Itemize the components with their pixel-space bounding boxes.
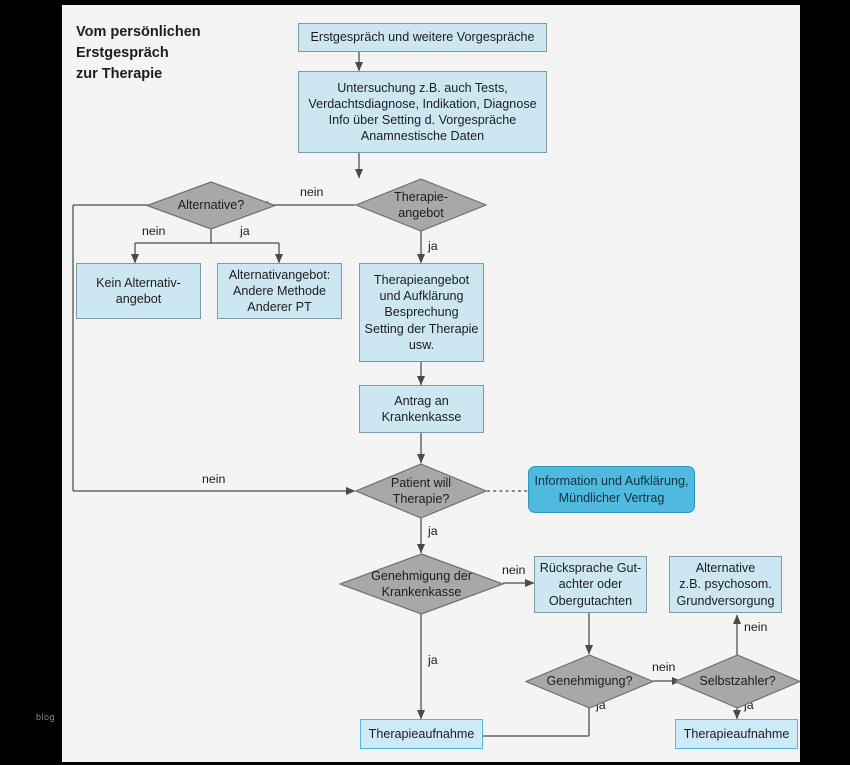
node-kein-alternativangebot[interactable]: Kein Alternativ- angebot xyxy=(76,263,201,319)
diamond-shape xyxy=(674,654,800,709)
diamond-shape xyxy=(146,181,276,230)
diamond-shape xyxy=(525,654,654,709)
page-title: Vom persönlichen Erstgespräch zur Therap… xyxy=(76,24,201,83)
edge-label-patient-nein: nein xyxy=(202,472,226,486)
edge-label-genehmigung-kk-ja: ja xyxy=(428,653,438,667)
node-alternativangebot[interactable]: Alternativangebot: Andere Methode Andere… xyxy=(217,263,342,319)
edge-label-therapieangebot-nein: nein xyxy=(300,185,324,199)
edge-label-genehmigung-nein: nein xyxy=(652,660,676,674)
node-genehmigung-decision[interactable]: Genehmigung? xyxy=(525,654,654,709)
edge-label-alternative-nein: nein xyxy=(142,224,166,238)
node-therapieaufnahme-left[interactable]: Therapieaufnahme xyxy=(360,719,483,749)
edge-label-therapieangebot-ja: ja xyxy=(428,239,438,253)
node-therapieaufnahme-right[interactable]: Therapieaufnahme xyxy=(675,719,798,749)
flowchart-page: Vom persönlichen Erstgespräch zur Therap… xyxy=(62,5,800,762)
node-therapieangebot-aufklaerung[interactable]: Therapieangebot und Aufklärung Besprechu… xyxy=(359,263,484,362)
edge-label-selbstzahler-nein: nein xyxy=(744,620,768,634)
node-patient-will-therapie[interactable]: Patient will Therapie? xyxy=(355,463,487,519)
node-selbstzahler-decision[interactable]: Selbstzahler? xyxy=(674,654,800,709)
node-alternative-decision[interactable]: Alternative? xyxy=(146,181,276,230)
diamond-shape xyxy=(355,178,487,232)
node-ruecksprache-gutachter[interactable]: Rücksprache Gut- achter oder Obergutacht… xyxy=(534,556,647,613)
node-antrag-krankenkasse[interactable]: Antrag an Krankenkasse xyxy=(359,385,484,433)
node-genehmigung-krankenkasse[interactable]: Genehmigung der Krankenkasse xyxy=(339,553,504,615)
node-alternative-psychosom[interactable]: Alternative z.B. psychosom. Grundversorg… xyxy=(669,556,782,613)
edge-label-patient-ja: ja xyxy=(428,524,438,538)
diamond-shape xyxy=(339,553,504,615)
watermark-blog: blog xyxy=(36,712,56,722)
diamond-shape xyxy=(355,463,487,519)
node-information-aufklaerung[interactable]: Information und Aufklärung, Mündlicher V… xyxy=(528,466,695,513)
node-untersuchung[interactable]: Untersuchung z.B. auch Tests, Verdachtsd… xyxy=(298,71,547,153)
edge-label-alternative-ja: ja xyxy=(240,224,250,238)
node-erstgespraech[interactable]: Erstgespräch und weitere Vorgespräche xyxy=(298,23,547,52)
edge-label-genehmigung-kk-nein: nein xyxy=(502,563,526,577)
edge-label-selbstzahler-ja: ja xyxy=(744,698,754,712)
edge-label-genehmigung-ja: ja xyxy=(596,698,606,712)
node-therapieangebot-decision[interactable]: Therapie- angebot xyxy=(355,178,487,232)
